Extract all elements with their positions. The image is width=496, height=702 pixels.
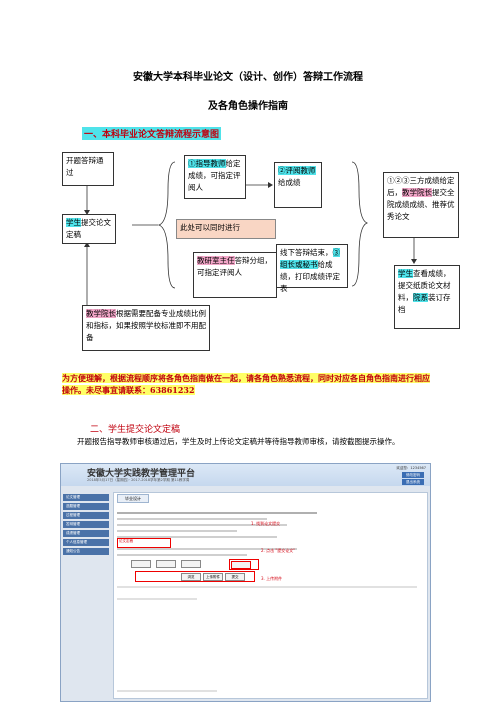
toolbar-button-2[interactable] [156, 560, 176, 568]
sidebar-item-1[interactable]: 选题管理 [63, 503, 109, 510]
final-draft-label: 论文定稿 [119, 539, 133, 543]
section-heading-2: 二、学生提交论文定稿 [90, 425, 181, 435]
flow-box-advisor: ①指导教师给定成绩，可指定评阅人 [184, 155, 246, 199]
flow-box-student-submit: 学生提交论文定稿 [62, 214, 116, 244]
logout-button[interactable]: 退出系统 [402, 479, 424, 485]
sidebar-item-6[interactable]: 通知公告 [63, 548, 109, 555]
browse-button[interactable]: 浏览 [181, 573, 201, 581]
toolbar-button-3[interactable] [181, 560, 201, 568]
platform-sidebar: 论文管理 选题管理 过程管理 答辩管理 成绩管理 个人信息管理 通知公告 [63, 494, 109, 557]
platform-screenshot: 安徽大学实践教学管理平台 2018年5月17日（星期四）· 2017-2018学… [60, 463, 431, 702]
upload-attachment-button[interactable]: 上传附件 [203, 573, 223, 581]
toolbar-button-1[interactable] [131, 560, 151, 568]
sidebar-item-0[interactable]: 论文管理 [63, 494, 109, 501]
platform-title: 安徽大学实践教学管理平台 [87, 469, 196, 479]
sidebar-item-3[interactable]: 答辩管理 [63, 521, 109, 528]
submit-thesis-button[interactable] [231, 561, 251, 569]
flow-box-defense: 线下答辩结束，③组长或秘书给成绩，打印成绩评定表 [276, 244, 348, 293]
change-password-button[interactable]: 修改密码 [402, 472, 424, 478]
sidebar-item-5[interactable]: 个人信息管理 [63, 539, 109, 546]
submit-button[interactable]: 提交 [225, 573, 245, 581]
platform-date: 2018年5月17日（星期四）· 2017-2018学年第2学期 第11教学周 [87, 478, 190, 482]
flow-box-student-final: 学生查看成绩，提交纸质论文材料，院系装订存档 [394, 265, 460, 329]
flow-box-dean-submit: ①②③三方成绩给定后，教学院长提交全院成绩成绩、推荐优秀论文 [383, 172, 459, 238]
final-draft-highlight [117, 538, 171, 548]
tab-graduation-design[interactable]: 毕业设计 [117, 494, 149, 503]
submit-thesis-highlight [229, 559, 259, 570]
document-subtitle: 及各角色操作指南 [208, 101, 288, 112]
instruction-note: 为方便理解，根据流程顺序将各角色指南做在一起，请各角色熟悉流程，同时对应各自角色… [62, 373, 430, 395]
flow-box-start: 开题答辩通过 [62, 152, 114, 186]
hint-step-1: 1. 找到论文提交 [251, 521, 281, 526]
flow-box-reviewer: ②评阅教师给成绩 [274, 162, 322, 208]
sidebar-item-4[interactable]: 成绩管理 [63, 530, 109, 537]
flow-box-dean-config: 教学院长根据需要配备专业成绩比例和指标，如果按照学校标准即不用配备 [82, 305, 210, 351]
hint-step-2: 2. 点击 "提交论文" [261, 548, 296, 553]
platform-user: 欢迎您：1234567 [396, 466, 426, 470]
sidebar-item-2[interactable]: 过程管理 [63, 512, 109, 519]
hint-step-3: 3. 上传附件 [261, 576, 283, 581]
flow-box-director: 教研室主任答辩分组，可指定评阅人 [193, 252, 277, 298]
instruction-paragraph: 开题报告指导教师审核通过后，学生及时上传论文定稿并等待指导教师审核，请按截图提示… [77, 437, 400, 446]
upload-row-highlight [135, 571, 255, 582]
document-title: 安徽大学本科毕业论文（设计、创作）答辩工作流程 [133, 72, 363, 83]
platform-content [113, 492, 428, 699]
platform-header: 安徽大学实践教学管理平台 2018年5月17日（星期四）· 2017-2018学… [61, 464, 430, 486]
section-heading-1: 一、本科毕业论文答辩流程示意图 [82, 127, 222, 140]
flow-box-parallel: 此处可以同时进行 [176, 219, 276, 239]
